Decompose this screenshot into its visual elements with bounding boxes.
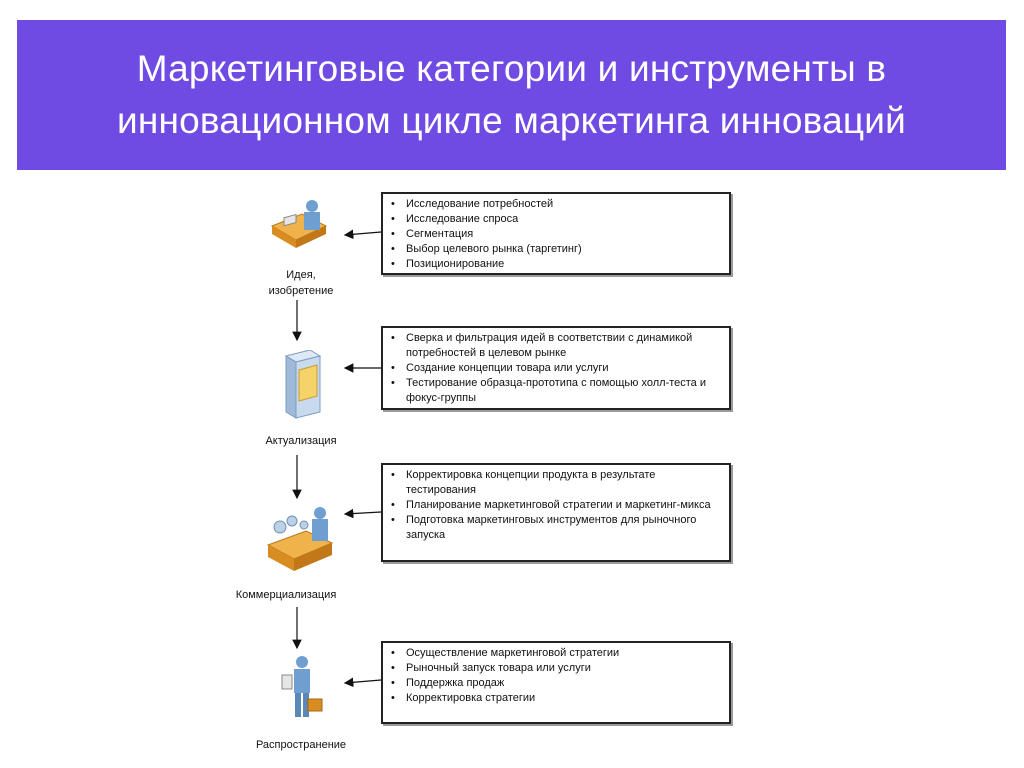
list-item: Сегментация bbox=[389, 227, 723, 242]
list-item: Создание концепции товара или услуги bbox=[389, 361, 723, 376]
stage-box-1: Исследование потребностей Исследование с… bbox=[381, 192, 731, 275]
list-item: Поддержка продаж bbox=[389, 676, 723, 691]
list-item: Корректировка концепции продукта в резул… bbox=[389, 468, 723, 498]
production-line-icon bbox=[266, 505, 336, 582]
stage-box-2: Сверка и фильтрация идей в соответствии … bbox=[381, 326, 731, 410]
list-item: Выбор целевого рынка (таргетинг) bbox=[389, 242, 723, 257]
stage-label-1: Идея, изобретение bbox=[268, 269, 334, 297]
list-item: Исследование спроса bbox=[389, 212, 723, 227]
product-box-icon bbox=[280, 349, 324, 425]
list-item: Подготовка маркетинговых инструментов дл… bbox=[389, 513, 723, 543]
arrow-to-stage-4 bbox=[343, 677, 382, 688]
stage-label-4: Распространение bbox=[255, 739, 347, 751]
list-item: Позиционирование bbox=[389, 257, 723, 272]
list-item: Сверка и фильтрация идей в соответствии … bbox=[389, 331, 723, 361]
arrow-to-stage-3 bbox=[343, 508, 382, 519]
title-banner: Маркетинговые категории и инструменты в … bbox=[17, 20, 1006, 170]
stage-label-2: Актуализация bbox=[265, 435, 337, 447]
list-item: Осуществление маркетинговой стратегии bbox=[389, 646, 723, 661]
stage-label-3: Коммерциализация bbox=[235, 589, 337, 601]
stage-box-4: Осуществление маркетинговой стратегии Ры… bbox=[381, 641, 731, 724]
stage-box-3: Корректировка концепции продукта в резул… bbox=[381, 463, 731, 562]
arrow-to-stage-1 bbox=[343, 229, 382, 240]
list-item: Исследование потребностей bbox=[389, 197, 723, 212]
person-at-desk-icon bbox=[268, 196, 330, 257]
list-item: Корректировка стратегии bbox=[389, 691, 723, 706]
list-item: Планирование маркетинговой стратегии и м… bbox=[389, 498, 723, 513]
list-item: Рыночный запуск товара или услуги bbox=[389, 661, 723, 676]
person-with-briefcase-icon bbox=[280, 655, 324, 726]
slide-title: Маркетинговые категории и инструменты в … bbox=[116, 48, 907, 141]
list-item: Тестирование образца-прототипа с помощью… bbox=[389, 376, 723, 406]
